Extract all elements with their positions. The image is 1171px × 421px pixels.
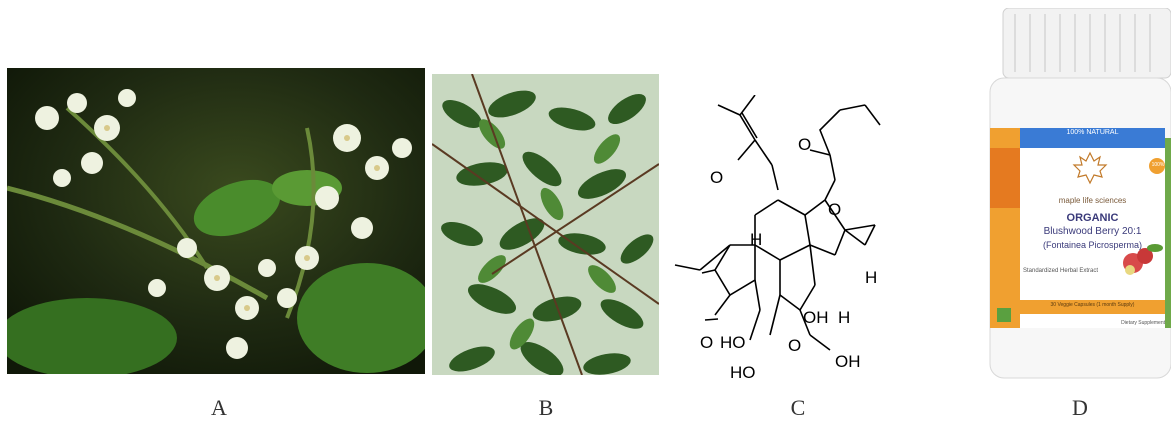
panel-label-d: D bbox=[1072, 395, 1088, 420]
product-line3: (Fontainea Picrosperma) bbox=[1042, 240, 1143, 250]
hydroxyl-label-4: OH bbox=[835, 352, 861, 371]
panel-label-b: B bbox=[538, 395, 554, 420]
ester-link-o-right: O bbox=[828, 200, 841, 219]
supplement-bottle: 100% NATURAL 100% maple life sciences OR… bbox=[985, 7, 1171, 380]
ketone-o-label: O bbox=[700, 333, 713, 352]
h-label-2: H bbox=[865, 268, 877, 287]
panel-label-c: C bbox=[790, 395, 806, 420]
chemical-structure: O O O O H H H OH O HO HO O O OH bbox=[660, 94, 910, 385]
natural-badge: 100% NATURAL bbox=[1066, 129, 1119, 136]
panel-label-a: A bbox=[211, 395, 227, 420]
product-line2: Blushwood Berry 20:1 bbox=[1043, 226, 1142, 237]
hydroxyl-label-3: HO bbox=[730, 363, 756, 382]
product-line1: ORGANIC bbox=[1066, 212, 1119, 224]
brand-name: maple life sciences bbox=[1058, 196, 1127, 205]
foliage-photo bbox=[431, 73, 660, 376]
supplement-footer: Dietary Supplement bbox=[1121, 320, 1165, 326]
capsule-count: 30 Veggie Capsules (1 month Supply) bbox=[1050, 302, 1135, 308]
flower-photo bbox=[0, 68, 437, 378]
hydroxyl-label-2: HO bbox=[720, 333, 746, 352]
ester-carbonyl-o-right: O bbox=[798, 135, 811, 154]
h-label-3: H bbox=[838, 308, 850, 327]
h-label-1: H bbox=[750, 230, 762, 249]
seal-text: 100% bbox=[1151, 162, 1165, 168]
ring-o-label: O bbox=[788, 336, 801, 355]
ester-carbonyl-o-left: O bbox=[710, 168, 723, 187]
product-subtitle: Standardized Herbal Extract bbox=[1023, 268, 1099, 274]
hydroxyl-label-1: OH bbox=[803, 308, 829, 327]
